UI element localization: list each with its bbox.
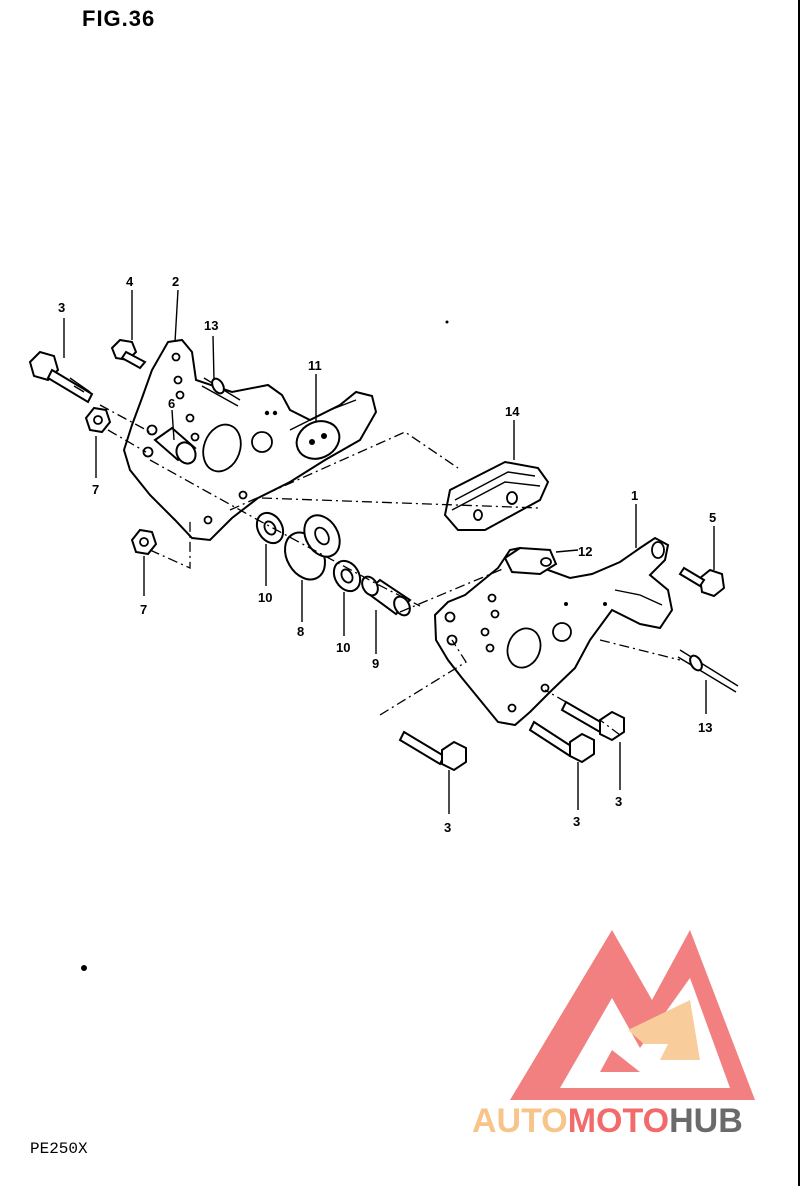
stud-part-13-lower <box>677 649 739 693</box>
nut-part-7-upper <box>84 406 112 434</box>
figure-title: FIG.36 <box>82 6 156 31</box>
right-border <box>798 0 800 1186</box>
bolt-part-5 <box>678 566 726 598</box>
callout-13: 13 <box>204 318 218 333</box>
spacer-part-9 <box>361 575 412 617</box>
callout-3: 3 <box>615 794 622 809</box>
watermark-logo-icon <box>510 930 755 1100</box>
callout-2: 2 <box>172 274 179 289</box>
callout-8: 8 <box>297 624 304 639</box>
slider-part-14 <box>443 460 550 531</box>
callout-9: 9 <box>372 656 379 671</box>
callout-10: 10 <box>258 590 272 605</box>
bolt-part-3-lower-center <box>398 730 467 772</box>
callout-7: 7 <box>140 602 147 617</box>
left-plate-part-2 <box>122 338 378 542</box>
watermark-part-hub: HUB <box>669 1102 743 1140</box>
bolt-part-3-upper-left <box>28 350 94 404</box>
bolt-part-3-lower-mid <box>528 720 595 764</box>
callout-labels: 3 4 2 13 11 6 7 7 10 8 10 9 14 1 12 5 13… <box>58 274 716 835</box>
callout-13: 13 <box>698 720 712 735</box>
nut-part-7-lower <box>130 528 158 556</box>
leader-lines <box>63 289 715 814</box>
callout-3: 3 <box>444 820 451 835</box>
spacer-part-6 <box>153 426 197 465</box>
bolt-part-4 <box>110 338 147 370</box>
model-label: PE250X <box>30 1140 88 1158</box>
washer-part-10-right <box>332 559 362 593</box>
bolt-part-3-lower-right <box>560 700 625 742</box>
assembly-lines <box>99 404 681 736</box>
callout-6: 6 <box>168 396 175 411</box>
watermark-text: AUTOMOTOHUB <box>472 1102 743 1141</box>
watermark-part-moto: MOTO <box>567 1102 670 1140</box>
roller-part-8 <box>284 514 341 581</box>
watermark-part-auto: AUTO <box>472 1102 568 1140</box>
callout-14: 14 <box>505 404 520 419</box>
callout-3: 3 <box>573 814 580 829</box>
washer-part-10-left <box>255 511 285 545</box>
callout-12: 12 <box>578 544 592 559</box>
callout-10: 10 <box>336 640 350 655</box>
callout-11: 11 <box>308 358 322 373</box>
pad-part-11 <box>295 420 341 460</box>
callout-5: 5 <box>709 510 716 525</box>
bracket-part-12 <box>503 546 558 576</box>
callout-7: 7 <box>92 482 99 497</box>
callout-3: 3 <box>58 300 65 315</box>
callout-4: 4 <box>126 274 134 289</box>
callout-1: 1 <box>631 488 638 503</box>
